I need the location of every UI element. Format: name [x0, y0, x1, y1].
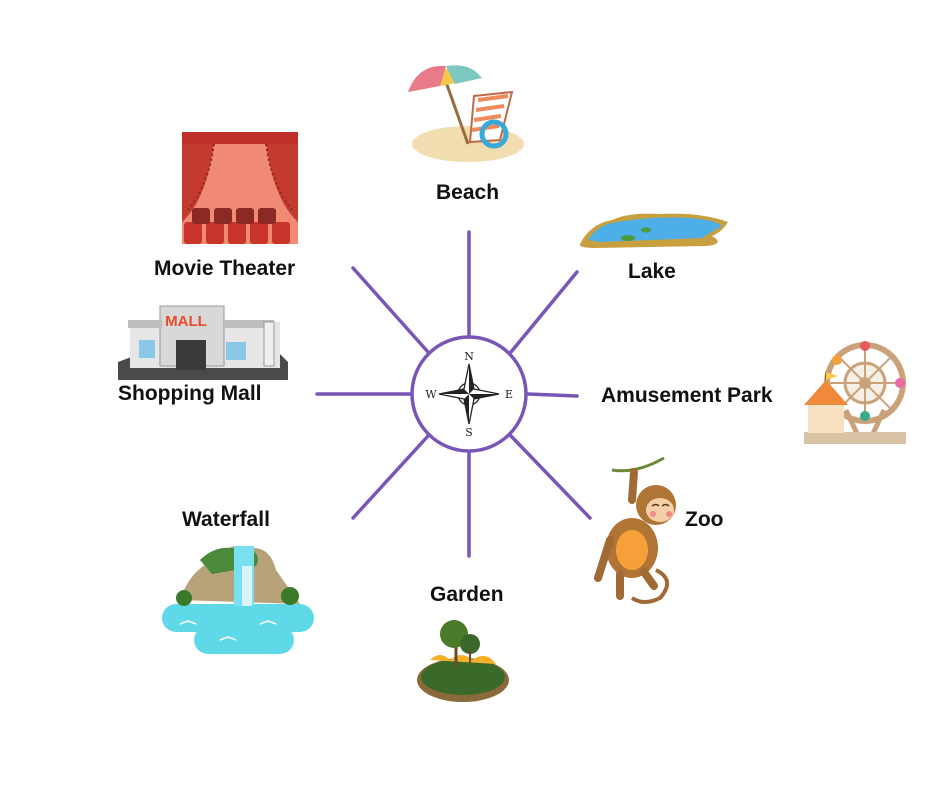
label-waterfall: Waterfall: [182, 508, 270, 531]
monkey-icon: [594, 456, 676, 604]
garden-trees-icon: [417, 620, 509, 702]
spoke-northeast: [509, 270, 579, 354]
theater-curtain-seats-icon: [182, 132, 298, 244]
spoke-southwest: [351, 434, 430, 520]
label-garden: Garden: [430, 583, 504, 606]
mall-building-icon: MALL: [118, 305, 288, 380]
waterfall-icon: [162, 545, 314, 654]
label-beach: Beach: [436, 181, 500, 204]
compass-rose: N S E W: [410, 335, 528, 453]
spoke-east: [526, 392, 579, 398]
beach-umbrella-chair-icon: [408, 65, 524, 162]
compass-east: E: [505, 388, 513, 401]
spoke-northwest: [351, 266, 430, 354]
label-zoo: Zoo: [685, 508, 724, 531]
spoke-southeast: [509, 434, 592, 520]
compass-south: S: [465, 426, 473, 439]
mall-sign: MALL: [165, 313, 207, 330]
spokes: [315, 230, 592, 558]
label-shopping-mall: Shopping Mall: [118, 382, 262, 405]
label-lake: Lake: [628, 260, 676, 283]
ferris-wheel-carousel-icon: [804, 341, 906, 444]
label-amusement-park: Amusement Park: [601, 384, 773, 407]
compass-west: W: [425, 388, 437, 401]
label-movie-theater: Movie Theater: [154, 257, 296, 280]
compass-north: N: [464, 350, 474, 363]
lake-pond-icon: [579, 213, 728, 248]
